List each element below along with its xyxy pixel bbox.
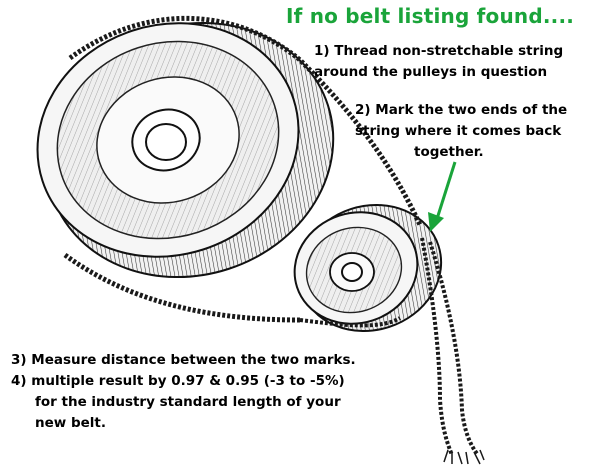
step1-line1: 1) Thread non-stretchable string — [314, 43, 564, 59]
heading: If no belt listing found.... — [286, 4, 575, 28]
step1-line2: around the pulleys in question — [314, 64, 548, 80]
step4-line3: new belt. — [35, 415, 106, 431]
step2-line2: string where it comes back — [355, 123, 562, 139]
small-pulley — [293, 203, 443, 333]
green-arrow — [428, 161, 457, 232]
twisted-string — [63, 15, 485, 465]
step2-line1: 2) Mark the two ends of the — [355, 102, 568, 118]
step4-line2: for the industry standard length of your — [35, 394, 341, 410]
step3-line: 3) Measure distance between the two mark… — [11, 352, 356, 368]
step2-line3: together. — [414, 144, 484, 160]
large-pulley — [36, 21, 335, 279]
step4-line1: 4) multiple result by 0.97 & 0.95 (-3 to… — [11, 373, 345, 389]
